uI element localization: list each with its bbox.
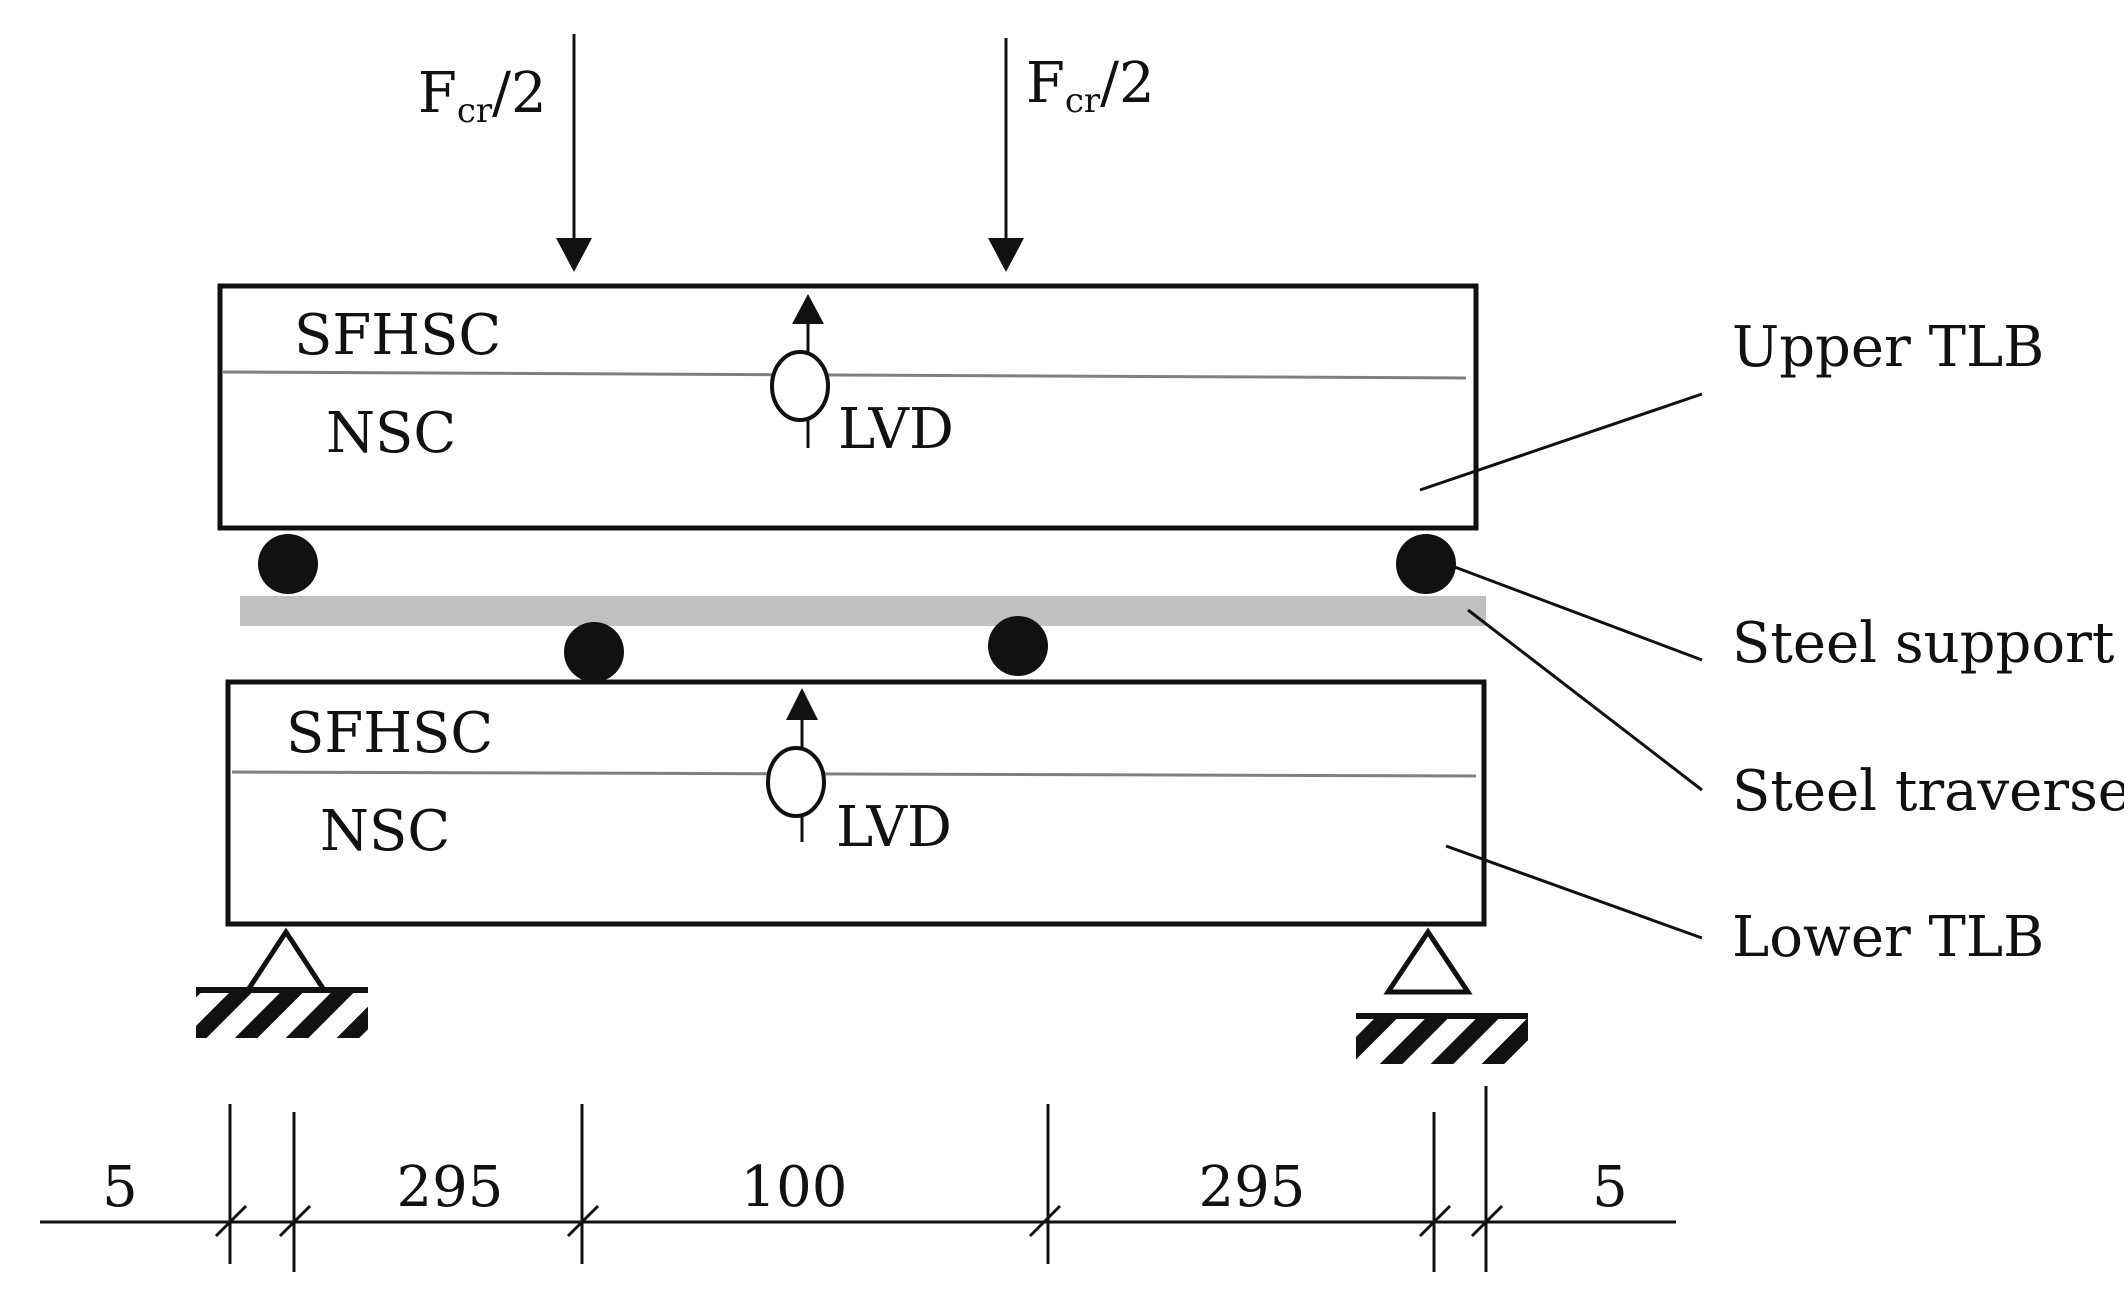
- lower-sfhsc-label: SFHSC: [286, 701, 493, 766]
- label-steel-traverse: Steel traverse: [1732, 759, 2124, 824]
- leader-upper-tlb: [1419, 392, 1703, 492]
- upper-layer-interface: [221, 370, 1467, 380]
- pin-support-right: [1356, 927, 1528, 1064]
- dimension-line: [40, 1086, 1676, 1272]
- traverse-roller-left: [564, 622, 624, 682]
- lower-lvd-sensor-icon: [766, 688, 826, 842]
- upper-lvd-sensor-icon: [770, 294, 830, 448]
- load-arrow-left: [556, 34, 592, 272]
- traverse-roller-right: [988, 616, 1048, 676]
- upper-lvd-label: LVD: [838, 397, 954, 462]
- load-label-left: Fcr/2: [418, 61, 547, 131]
- label-upper-tlb: Upper TLB: [1732, 315, 2044, 380]
- dimension-label: 295: [397, 1155, 504, 1220]
- load-arrow-right: [988, 38, 1024, 272]
- dimension-label: 5: [1592, 1155, 1628, 1220]
- pin-support-left: [196, 927, 368, 1038]
- upper-sfhsc-label: SFHSC: [294, 303, 501, 368]
- label-lower-tlb: Lower TLB: [1732, 905, 2044, 970]
- lower-nsc-label: NSC: [320, 799, 450, 864]
- load-label-right: Fcr/2: [1026, 51, 1155, 121]
- steel-support-roller-left: [258, 534, 318, 594]
- leader-lower-tlb: [1445, 844, 1703, 940]
- leader-steel-support: [1451, 564, 1703, 662]
- dimension-label: 295: [1199, 1155, 1306, 1220]
- lower-lvd-label: LVD: [836, 795, 952, 860]
- dimension-label: 5: [102, 1155, 138, 1220]
- lower-beam: [225, 679, 1487, 927]
- steel-support-roller-right: [1396, 534, 1456, 594]
- dimension-label: 100: [741, 1155, 848, 1220]
- leader-steel-traverse: [1467, 608, 1703, 792]
- lower-layer-interface: [231, 770, 1477, 778]
- label-steel-support: Steel support: [1732, 611, 2115, 676]
- upper-nsc-label: NSC: [326, 401, 456, 466]
- steel-traverse: [240, 596, 1486, 626]
- upper-beam: [217, 283, 1479, 531]
